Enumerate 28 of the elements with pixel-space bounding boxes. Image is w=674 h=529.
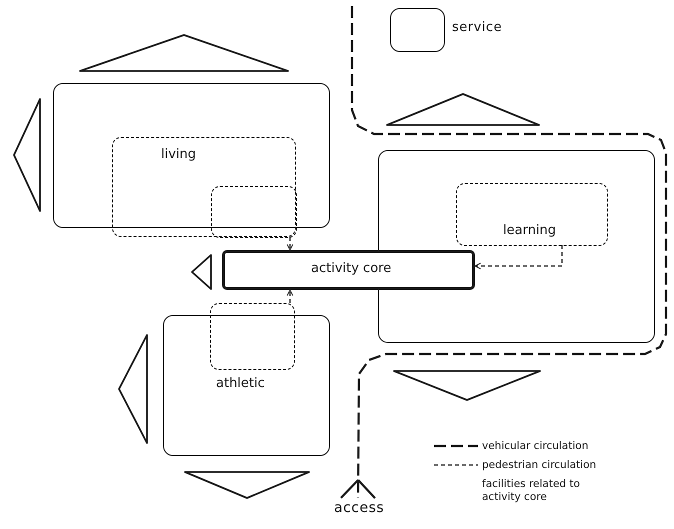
road-line (340, 6, 668, 500)
zone-box (390, 8, 445, 52)
access-label: access (330, 498, 390, 522)
zone-box (163, 315, 330, 456)
zone-box (53, 83, 330, 228)
triangle-shape (78, 33, 290, 73)
zone-box (112, 137, 296, 237)
facility-box (211, 186, 297, 238)
facility-box (210, 303, 295, 370)
triangle-shape (392, 369, 542, 402)
triangle-shape (117, 333, 149, 445)
walkway-arrow (474, 245, 563, 270)
zone-label: service (452, 20, 502, 35)
triangle-shape (12, 97, 42, 213)
core-box (222, 250, 475, 290)
zone-label: learning (503, 224, 556, 238)
walkway-arrow (286, 290, 294, 303)
legend-text: facilities related to activity core (482, 478, 581, 504)
zone-label: athletic (216, 377, 265, 392)
zone-box (456, 183, 608, 246)
triangle-shape (385, 92, 541, 127)
walkway-arrow (286, 237, 294, 250)
zone-label: activity core (311, 262, 392, 276)
triangle-shape (183, 470, 311, 500)
legend-text: pedestrian circulation (482, 459, 598, 472)
legend-text: vehicular circulation (482, 440, 590, 454)
zone-label: living (161, 148, 196, 162)
triangle-shape (190, 253, 213, 291)
